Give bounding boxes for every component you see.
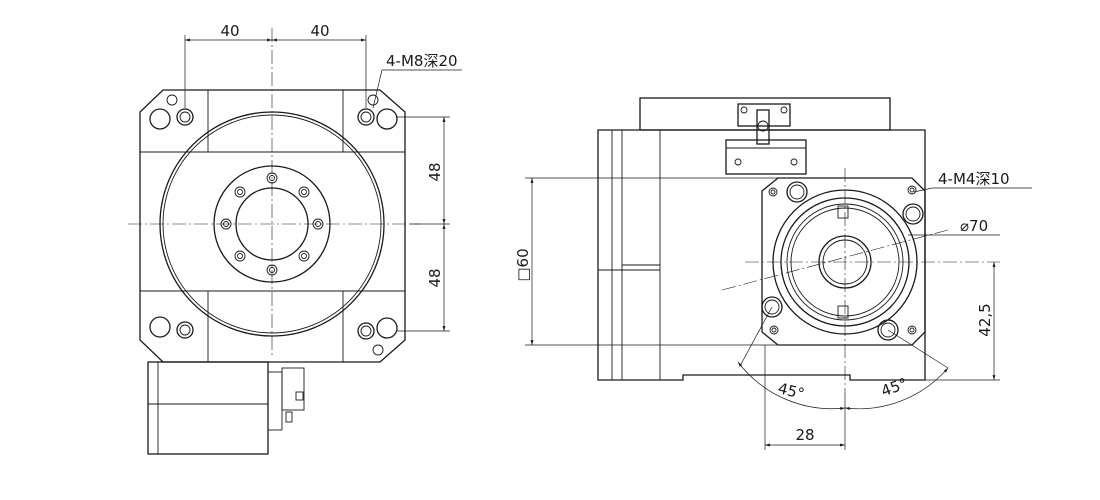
top-cover: [639, 97, 891, 131]
dim-40-right: 40: [310, 22, 329, 40]
sensor-bracket: [725, 103, 807, 175]
front-view: 40 40 4-M8深20 48 48: [128, 22, 462, 455]
flange-outline: [139, 89, 406, 363]
corner-holes: [149, 94, 398, 356]
flange-holes: [761, 181, 924, 341]
motor-body: [147, 361, 305, 455]
dim-48-bottom: 48: [426, 268, 444, 287]
dim-dia-70: ⌀70: [960, 217, 988, 235]
dim-40-left: 40: [220, 22, 239, 40]
dim-48-top: 48: [426, 162, 444, 181]
side-view: □60 4-M4深10 ⌀70 42,5 45° 45° 28: [514, 97, 1032, 450]
hole-callout-m4: 4-M4深10: [938, 170, 1010, 188]
dim-square-60: □60: [514, 248, 532, 281]
dim-angle-left: 45°: [776, 379, 806, 403]
dim-angle-right: 45°: [879, 374, 910, 400]
hole-callout-m8: 4-M8深20: [386, 52, 458, 70]
dim-28: 28: [795, 426, 814, 444]
dim-42-5: 42,5: [976, 303, 994, 336]
